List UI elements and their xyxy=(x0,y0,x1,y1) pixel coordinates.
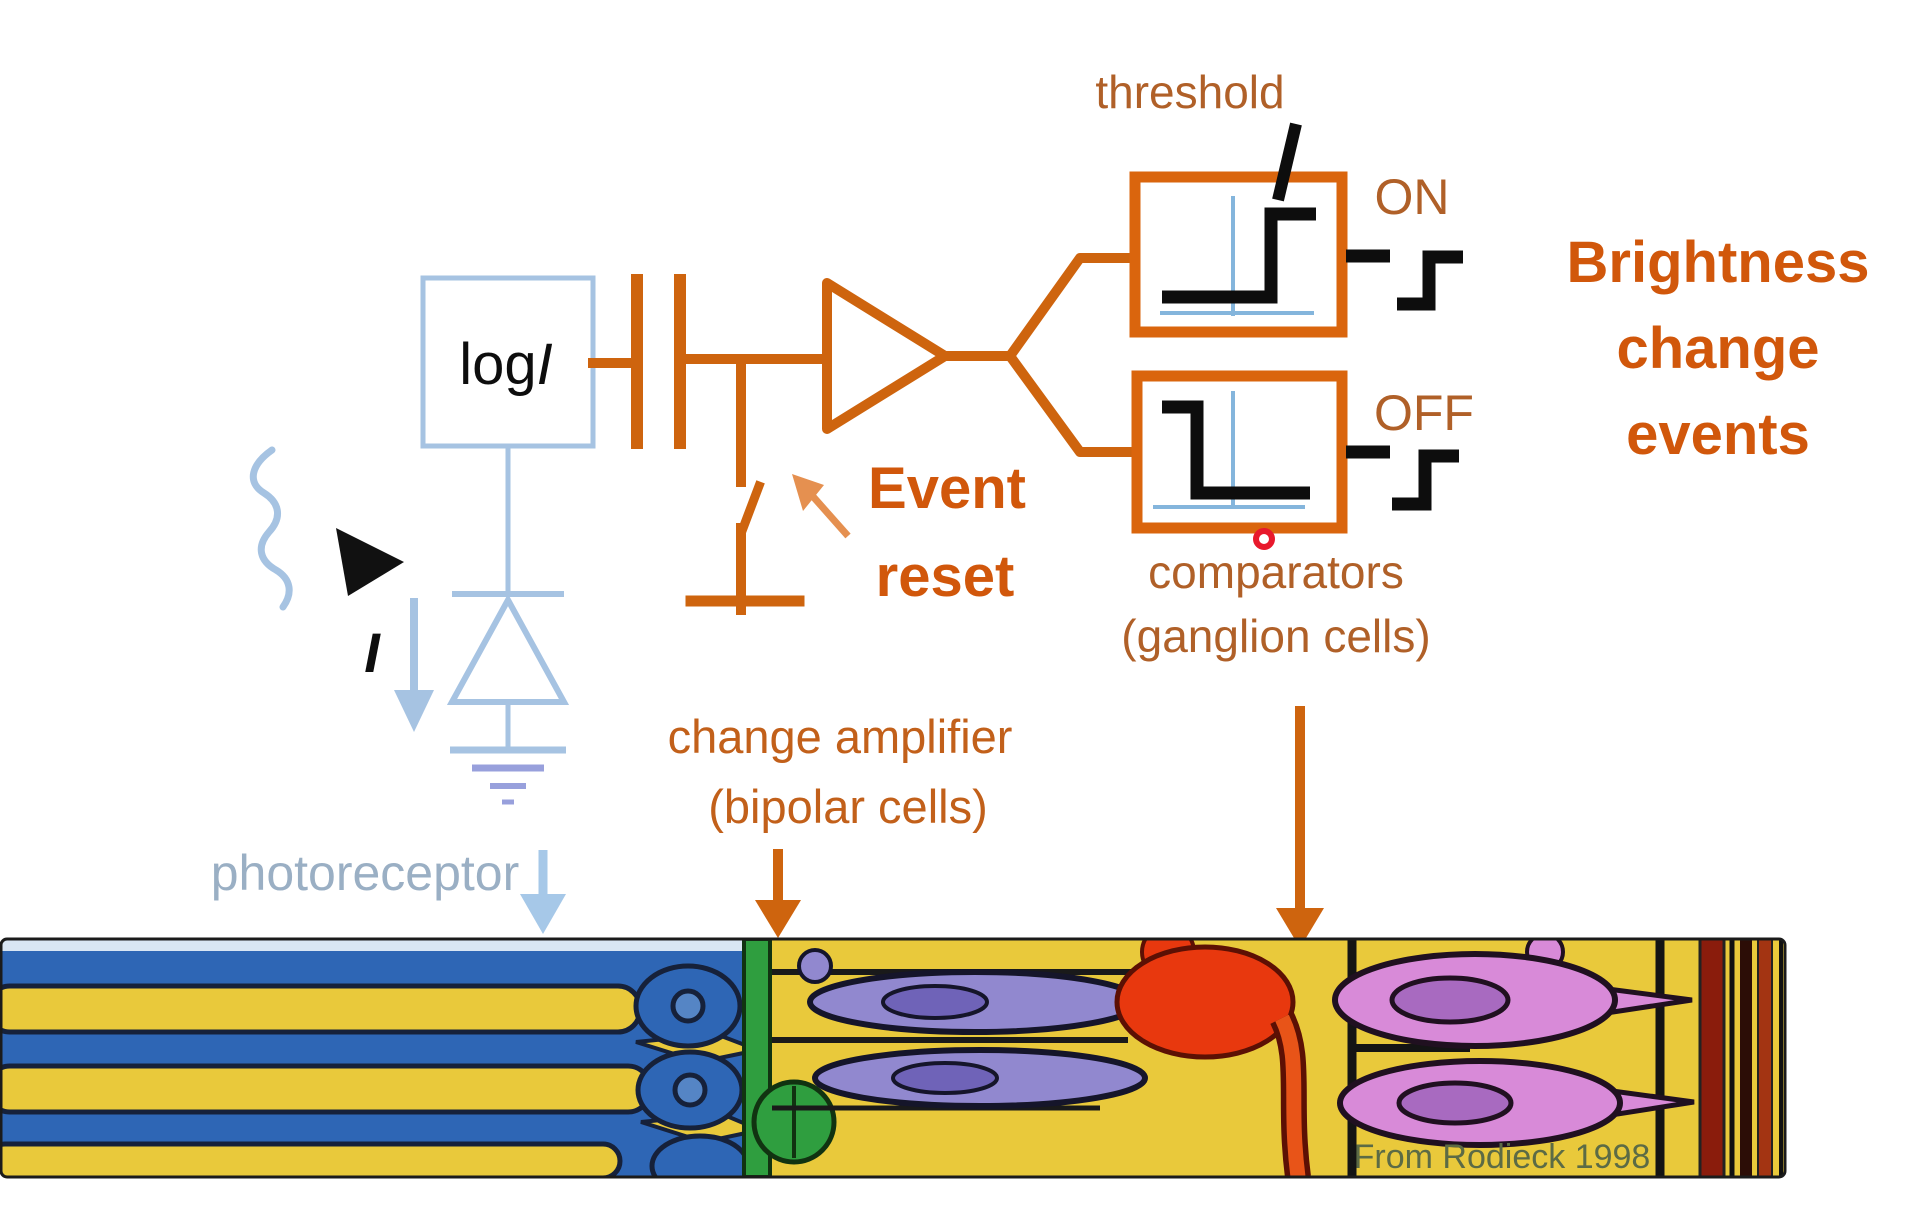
on-label: ON xyxy=(1375,169,1450,225)
photodiode-triangle xyxy=(446,593,570,705)
off-event-pulse-icon xyxy=(1392,449,1459,511)
retina-cell-body xyxy=(649,1133,751,1177)
ground-icon xyxy=(450,746,566,805)
on-event-pulse-icon xyxy=(1397,250,1463,311)
image-credit: From Rodieck 1998 xyxy=(1354,1138,1651,1176)
retina-top-sliver xyxy=(1,939,758,951)
brightness-title-line2: change xyxy=(1616,316,1819,381)
retina-magenta-nucleus xyxy=(1389,975,1511,1025)
on-comparator-box xyxy=(1129,171,1348,338)
retina-rod-band xyxy=(1,1141,623,1177)
event-reset-label-line2: reset xyxy=(876,544,1015,609)
comparators-section xyxy=(1129,122,1463,550)
comparators-caption-line1: comparators xyxy=(1148,546,1404,598)
on-step-up-curve-icon xyxy=(1162,207,1316,304)
ganglion-pointer-arrowhead-icon xyxy=(1276,908,1324,948)
amplifier-triangle-icon xyxy=(822,278,950,434)
retina-small-purple-cell xyxy=(797,948,833,984)
change-amplifier-section xyxy=(588,253,1142,615)
amplifier-caption-line1: change amplifier xyxy=(668,710,1013,763)
event-reset-pointer-shaft xyxy=(806,489,851,539)
photoreceptor-pointer-arrowhead-icon xyxy=(520,894,566,934)
retina-red-stalk xyxy=(1275,1014,1306,1177)
off-step-down-curve-icon xyxy=(1162,400,1310,500)
pointer-arrows xyxy=(755,474,1324,948)
bipolar-pointer-arrowhead-icon xyxy=(755,900,801,938)
event-reset-pointer-arrowhead-icon xyxy=(792,474,824,511)
brightness-title-line1: Brightness xyxy=(1567,230,1870,295)
light-ray-arrowhead-icon xyxy=(336,528,404,596)
retina-cross-section-image: From Rodieck 1998 xyxy=(0,937,1787,1179)
photoreceptor-caption: photoreceptor xyxy=(211,845,520,901)
retina-red-cell xyxy=(1114,944,1296,1060)
log-photoreceptor-box xyxy=(420,275,596,449)
retina-bipolar-nucleus xyxy=(881,984,989,1020)
log-current-label: logI xyxy=(459,332,553,397)
retina-bipolar-nucleus xyxy=(891,1061,999,1095)
photocurrent-arrowhead-icon xyxy=(394,690,434,732)
retina-fiber-stripe xyxy=(1698,939,1726,1177)
retina-cell-nucleus xyxy=(670,988,706,1024)
light-ray-squiggle-icon xyxy=(249,446,293,611)
retina-fiber-stripe xyxy=(1740,939,1752,1177)
retina-magenta-nucleus xyxy=(1396,1080,1514,1126)
branch-to-on-comparator xyxy=(1003,253,1142,363)
photoreceptor-section: logI I photoreceptor xyxy=(211,275,596,934)
retina-image-border xyxy=(0,937,1787,1179)
branch-to-off-comparator xyxy=(1003,349,1142,457)
log-label-roman: log xyxy=(459,332,536,397)
photocurrent-label: I xyxy=(364,621,381,684)
brightness-title-line3: events xyxy=(1626,402,1810,467)
threshold-pointer-line xyxy=(1272,122,1302,202)
retina-fiber-stripe xyxy=(1757,939,1773,1177)
off-label: OFF xyxy=(1374,385,1474,441)
laser-pointer-dot xyxy=(1253,528,1275,550)
comparators-caption-line2: (ganglion cells) xyxy=(1121,610,1430,662)
retina-blue-field xyxy=(1,939,758,1177)
log-label-italic: I xyxy=(537,332,553,397)
retina-rod-band xyxy=(1,1063,653,1115)
event-reset-label-line1: Event xyxy=(868,456,1026,521)
threshold-label: threshold xyxy=(1095,66,1284,118)
retina-rod-band xyxy=(1,983,643,1035)
amplifier-caption-line2: (bipolar cells) xyxy=(708,780,987,833)
retina-cell-nucleus xyxy=(672,1072,708,1108)
